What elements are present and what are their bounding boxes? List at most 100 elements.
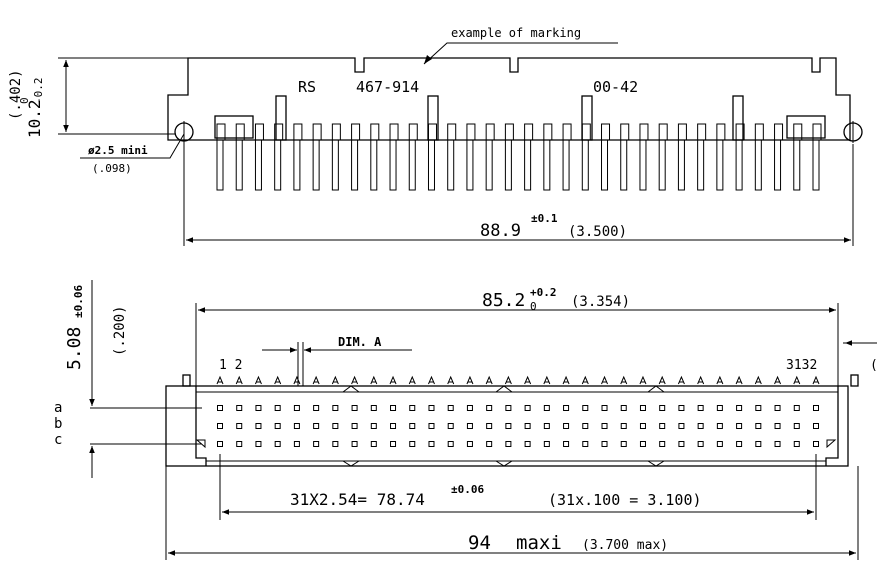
pin-contact bbox=[755, 441, 762, 447]
pin-head bbox=[601, 123, 611, 141]
pin-contact bbox=[543, 441, 550, 447]
pin-contact bbox=[774, 441, 781, 447]
pin-leg bbox=[620, 139, 628, 191]
pin-head bbox=[351, 123, 361, 141]
pin-marker bbox=[735, 375, 743, 385]
right-tab bbox=[850, 374, 859, 387]
pitch-tol: ±0.06 bbox=[72, 285, 85, 318]
pin-head bbox=[774, 123, 784, 141]
right-key-block bbox=[786, 115, 826, 139]
pin-contact bbox=[678, 423, 685, 429]
pin-head bbox=[639, 123, 649, 141]
pin-head bbox=[581, 123, 591, 141]
hole-imperial: (.098) bbox=[92, 162, 132, 175]
pin-marker bbox=[408, 375, 416, 385]
width-imperial: (3.500) bbox=[568, 224, 627, 240]
pin-contact bbox=[601, 405, 608, 411]
pin-contact bbox=[678, 405, 685, 411]
marking-note: example of marking bbox=[451, 26, 581, 40]
pin-leg bbox=[735, 139, 743, 191]
pin-contact bbox=[697, 423, 704, 429]
pin-contact bbox=[736, 405, 743, 411]
pin-contact bbox=[486, 405, 493, 411]
pin-leg bbox=[774, 139, 782, 191]
pin-head bbox=[697, 123, 707, 141]
pin-contact bbox=[563, 405, 570, 411]
pin-leg bbox=[581, 139, 589, 191]
pin-contact bbox=[505, 423, 512, 429]
pin-leg bbox=[504, 139, 512, 191]
pin-head bbox=[562, 123, 572, 141]
pin-contact bbox=[447, 423, 454, 429]
top-view: RS 467-914 00-42 example of marking 10.2… bbox=[8, 26, 863, 246]
overall-label: maxi bbox=[516, 532, 562, 554]
bottom-body-outline bbox=[165, 385, 849, 467]
pin-contact bbox=[755, 405, 762, 411]
width-dim: 88.9 bbox=[480, 221, 521, 241]
pin-contact bbox=[293, 423, 300, 429]
pin-contact bbox=[582, 423, 589, 429]
pin-marker bbox=[254, 375, 262, 385]
pin-marker bbox=[485, 375, 493, 385]
pin-head bbox=[524, 123, 534, 141]
coding-pins bbox=[275, 95, 744, 141]
pin-head bbox=[427, 123, 437, 141]
pin-contact bbox=[620, 423, 627, 429]
pin-marker bbox=[216, 375, 224, 385]
pin-leg bbox=[235, 139, 243, 191]
pitch-dim: 5.08 bbox=[64, 327, 85, 370]
right-mount-hole bbox=[843, 121, 863, 143]
pin-contact bbox=[774, 405, 781, 411]
pin-leg bbox=[658, 139, 666, 191]
corner-marker-right bbox=[826, 439, 837, 449]
pin-marker bbox=[370, 375, 378, 385]
pin-contact bbox=[793, 405, 800, 411]
left-key-block bbox=[214, 115, 254, 139]
pin-head bbox=[312, 123, 322, 141]
pin-contact bbox=[332, 423, 339, 429]
pin-contact bbox=[620, 441, 627, 447]
pin-leg bbox=[639, 139, 647, 191]
pin-contact bbox=[736, 423, 743, 429]
pin-numbers-last: 3132 bbox=[786, 358, 817, 373]
pin-marker bbox=[351, 375, 359, 385]
pin-head bbox=[254, 123, 264, 141]
pin-contact bbox=[217, 405, 223, 411]
hole-leader bbox=[80, 133, 185, 159]
mark-prefix: RS bbox=[298, 78, 316, 96]
pin-contact bbox=[236, 441, 243, 447]
pin-contact bbox=[659, 405, 666, 411]
pin-contact bbox=[313, 441, 320, 447]
height-dim-label: 10.2 bbox=[25, 99, 44, 138]
pin-head bbox=[543, 123, 553, 141]
pin-marker bbox=[504, 375, 512, 385]
pin-span-tol: ±0.06 bbox=[451, 483, 484, 496]
pin-head bbox=[389, 123, 399, 141]
pin-contact bbox=[486, 441, 493, 447]
span-tol-lower: 0 bbox=[530, 300, 537, 313]
pin-head bbox=[293, 123, 303, 141]
pin-leg bbox=[812, 139, 820, 191]
pin-marker bbox=[543, 375, 551, 385]
pin-contact bbox=[274, 405, 281, 411]
pin-contact bbox=[793, 441, 800, 447]
pin-a-markers bbox=[216, 375, 820, 385]
pin-contact bbox=[505, 405, 512, 411]
pin-contact bbox=[274, 441, 281, 447]
pin-contact bbox=[697, 405, 704, 411]
pin-contact bbox=[351, 441, 358, 447]
height-imperial: (.402) bbox=[8, 69, 24, 120]
polarisation-notches bbox=[342, 385, 665, 467]
pin-marker bbox=[524, 375, 532, 385]
pin-leg bbox=[716, 139, 724, 191]
pin-span-dim: 31X2.54= 78.74 bbox=[290, 490, 425, 509]
pin-contact bbox=[659, 423, 666, 429]
pin-marker bbox=[235, 375, 243, 385]
row-label-a: a bbox=[54, 400, 62, 416]
solder-pins bbox=[216, 123, 822, 191]
pin-contact bbox=[466, 441, 473, 447]
pin-marker bbox=[331, 375, 339, 385]
pin-marker bbox=[562, 375, 570, 385]
pin-head bbox=[447, 123, 457, 141]
pin-contact bbox=[255, 423, 262, 429]
